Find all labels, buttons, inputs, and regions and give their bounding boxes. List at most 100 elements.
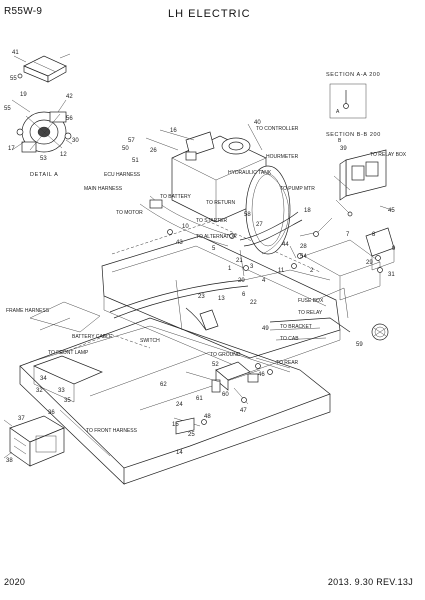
callout: 21 bbox=[236, 258, 243, 264]
callout: 44 bbox=[282, 242, 289, 248]
callout: 54 bbox=[300, 254, 307, 260]
callout: 24 bbox=[176, 402, 183, 408]
section-aa: SECTION A-A 200 A bbox=[326, 72, 380, 119]
callout: 3 bbox=[250, 264, 254, 270]
callout: 2 bbox=[310, 268, 314, 274]
label-to-pump-mtr: TO PUMP MTR bbox=[280, 186, 315, 192]
callout: 37 bbox=[18, 416, 25, 422]
label-to-ground: TO GROUND bbox=[210, 352, 241, 358]
callout: 16 bbox=[170, 128, 177, 134]
label-hourmeter: HOURMETER bbox=[266, 154, 299, 160]
callout: 18 bbox=[304, 208, 311, 214]
section-sub: A bbox=[336, 109, 340, 115]
callout: 40 bbox=[254, 120, 261, 126]
callout: 1 bbox=[228, 266, 232, 272]
callout: 7 bbox=[346, 232, 350, 238]
detail-callout: 17 bbox=[8, 146, 15, 152]
label-main-harness: MAIN HARNESS bbox=[84, 186, 123, 192]
callout: 26 bbox=[150, 148, 157, 154]
callout: 61 bbox=[196, 396, 203, 402]
label-to-return: TO RETURN bbox=[206, 200, 235, 206]
detail-callout: 42 bbox=[66, 94, 73, 100]
callout: 35 bbox=[64, 398, 71, 404]
callout: 15 bbox=[172, 422, 179, 428]
label-to-rear: TO REAR bbox=[276, 360, 299, 366]
callout: 27 bbox=[256, 222, 263, 228]
detail-a: 41 55 19 17 42 12 30 55 56 53 DETAIL A bbox=[4, 50, 79, 178]
section-sub: B bbox=[338, 138, 342, 144]
detail-callout: 55 bbox=[10, 76, 17, 82]
detail-a-label: DETAIL A bbox=[30, 172, 58, 178]
callout: 6 bbox=[242, 292, 246, 298]
callout: 11 bbox=[278, 268, 285, 274]
detail-callout: 12 bbox=[60, 152, 67, 158]
callout: 34 bbox=[40, 376, 47, 382]
alternator-assembly bbox=[11, 99, 73, 153]
lower-frame bbox=[3, 221, 389, 485]
diagram-labels: HOURMETER TO CONTROLLER TO PUMP MTR MAIN… bbox=[6, 126, 324, 434]
label-to-cab: TO CAB bbox=[280, 336, 299, 342]
callout: 4 bbox=[262, 278, 266, 284]
label-to-controller: TO CONTROLLER bbox=[256, 126, 299, 132]
callout: 38 bbox=[6, 458, 13, 464]
callout: 22 bbox=[250, 300, 257, 306]
label-hydraulic-tank: HYDRAULIC TANK bbox=[228, 170, 272, 176]
callout: 49 bbox=[262, 326, 269, 332]
part-callouts: 57 26 16 21 22 23 24 25 27 28 29 31 32 3… bbox=[6, 120, 396, 464]
label-to-front-lamp: TO FRONT LAMP bbox=[48, 350, 89, 356]
label-to-motor: TO MOTOR bbox=[116, 210, 143, 216]
cover-part bbox=[13, 53, 71, 83]
label-to-starter: TO STARTER bbox=[196, 218, 228, 224]
callout: 10 bbox=[182, 224, 189, 230]
callout: 25 bbox=[188, 432, 195, 438]
label-to-alternator: TO ALTERNATOR bbox=[196, 234, 237, 240]
callout: 52 bbox=[212, 362, 219, 368]
callout: 29 bbox=[366, 260, 373, 266]
label-to-battery: TO BATTERY bbox=[160, 194, 192, 200]
callout: 51 bbox=[132, 158, 139, 164]
callout: 39 bbox=[340, 146, 347, 152]
callout: 14 bbox=[176, 450, 183, 456]
detail-callout: 41 bbox=[12, 50, 19, 56]
label-to-front-harness: TO FRONT HARNESS bbox=[86, 428, 138, 434]
callout: 47 bbox=[240, 408, 247, 414]
callout: 43 bbox=[176, 240, 183, 246]
callout: 33 bbox=[58, 388, 65, 394]
label-to-relay-box: TO RELAY BOX bbox=[370, 152, 407, 158]
page-number: 2020 bbox=[4, 577, 26, 587]
callout: 58 bbox=[244, 212, 251, 218]
callout: 13 bbox=[218, 296, 225, 302]
callout: 32 bbox=[36, 388, 43, 394]
label-to-bracket: TO BRACKET bbox=[280, 324, 312, 330]
label-fuse-box: FUSE BOX bbox=[298, 298, 324, 304]
callout: 59 bbox=[356, 342, 363, 348]
callout: 20 bbox=[238, 278, 245, 284]
section-bb: SECTION B-B 200 TO RELAY BOX B bbox=[326, 132, 407, 217]
harness-cables bbox=[109, 151, 395, 435]
callout: 9 bbox=[392, 246, 396, 252]
detail-callout: 30 bbox=[72, 138, 79, 144]
page-title: LH ELECTRIC bbox=[168, 8, 251, 20]
callout: 48 bbox=[204, 414, 211, 420]
callout: 46 bbox=[258, 372, 265, 378]
hydraulic-tank bbox=[239, 165, 303, 255]
model-number: R55W-9 bbox=[4, 6, 43, 17]
label-ecu-harness: ECU HARNESS bbox=[104, 172, 141, 178]
callout: 5 bbox=[212, 246, 216, 252]
label-frame-harness: FRAME HARNESS bbox=[6, 308, 50, 314]
detail-callout: 53 bbox=[40, 156, 47, 162]
label-switch: SWITCH bbox=[140, 338, 160, 344]
callout: 50 bbox=[122, 146, 129, 152]
detail-callout: 19 bbox=[20, 92, 27, 98]
label-battery-cable: BATTERY CABLE bbox=[72, 334, 113, 340]
callout: 36 bbox=[48, 410, 55, 416]
detail-callout: 55 bbox=[4, 106, 11, 112]
detail-callout: 56 bbox=[66, 116, 73, 122]
label-to-relay: TO RELAY bbox=[298, 310, 323, 316]
callout: 23 bbox=[198, 294, 205, 300]
callout: 31 bbox=[388, 272, 395, 278]
callout: 8 bbox=[372, 232, 376, 238]
section-label: SECTION B-B 200 bbox=[326, 132, 381, 138]
callout: 60 bbox=[222, 392, 229, 398]
